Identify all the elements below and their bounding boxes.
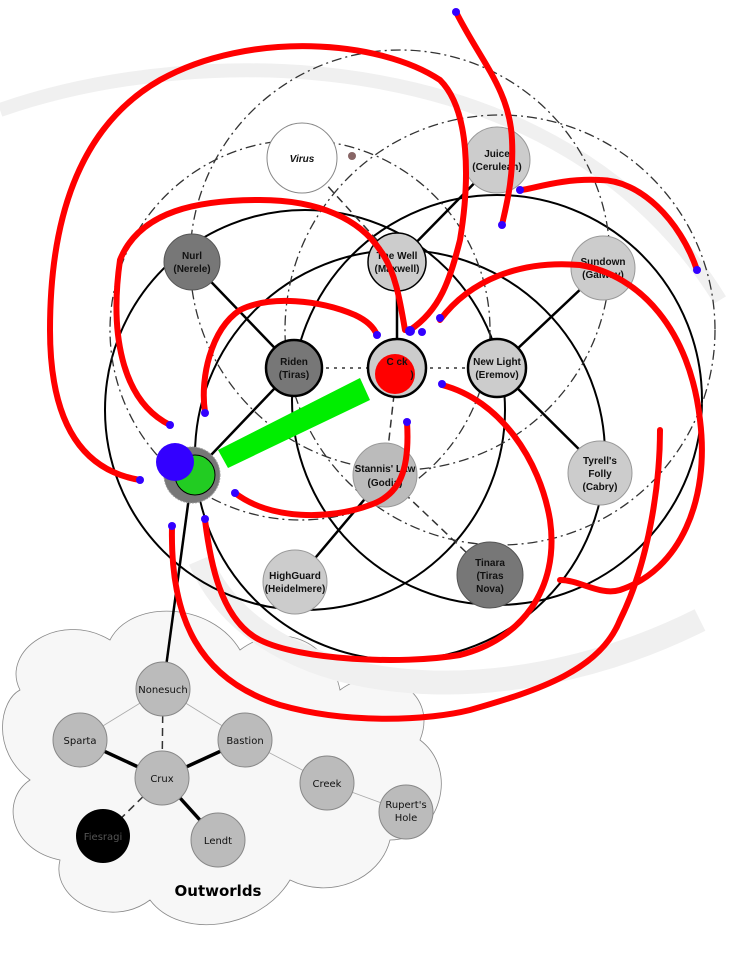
node-virus[interactable]: Virus [266, 122, 338, 194]
node-label: (Cerulean) [472, 162, 521, 173]
node-label: Hole [395, 813, 418, 824]
node-fiesragi[interactable]: Fiesragi [76, 809, 130, 863]
node-label: Fiesragi [84, 832, 123, 843]
node-label: C ck [386, 357, 408, 368]
node-label: Tinara [475, 558, 505, 569]
node-label: Tyrell's [583, 456, 617, 467]
node-label: Riden [280, 357, 308, 368]
node-sparta[interactable]: Sparta [52, 712, 108, 768]
node-label: (Heidelmere) [265, 584, 326, 595]
node-label: Sparta [64, 736, 97, 747]
node-label: Folly [588, 469, 612, 480]
node-label: (Nerele) [173, 264, 210, 275]
node-highguard[interactable]: HighGuard (Heidelmere) [262, 549, 328, 615]
node-label: Creek [313, 779, 342, 790]
node-creek[interactable]: Creek [299, 755, 355, 811]
node-lendt[interactable]: Lendt [190, 812, 246, 868]
node-bastion[interactable]: Bastion [217, 712, 273, 768]
node-stannis-law[interactable]: Stannis' Law (Godia) [352, 442, 418, 508]
node-label: (Tiras [476, 571, 503, 582]
node-label: (Maxwell) [374, 264, 419, 275]
node-label: Nova) [476, 584, 504, 595]
background-arc [0, 63, 726, 304]
red-annotation-strokes [47, 9, 705, 722]
node-label: Sundown [581, 257, 626, 268]
node-label: Rupert's [385, 800, 426, 811]
small-dot [348, 152, 356, 160]
node-crux[interactable]: Crux [134, 750, 190, 806]
green-bar-marker [218, 378, 370, 468]
node-label: (Cabry) [582, 482, 617, 493]
outworlds-title: Outworlds [175, 882, 262, 900]
node-label: (Godia) [368, 478, 403, 489]
node-label: Nonesuch [138, 685, 187, 696]
blue-markers [136, 8, 701, 530]
background-arc [188, 555, 706, 695]
blue-marker-large [156, 443, 194, 481]
node-label: New Light [473, 357, 521, 368]
node-label: Nurl [182, 251, 202, 262]
node-riden[interactable]: Riden (Tiras) [264, 338, 324, 398]
node-label: Virus [290, 154, 315, 165]
node-label: (Eremov) [475, 370, 518, 381]
node-juice[interactable]: Juice (Cerulean) [463, 126, 531, 194]
node-center-labels: C ck ) [386, 357, 413, 381]
node-label: Lendt [204, 836, 232, 847]
node-label: Juice [484, 149, 510, 160]
node-label: (Galway) [582, 270, 624, 281]
node-label: Crux [150, 774, 173, 785]
node-label: (Tiras) [279, 370, 309, 381]
node-label: ) [410, 370, 413, 381]
node-new-light[interactable]: New Light (Eremov) [466, 337, 528, 399]
node-nonesuch[interactable]: Nonesuch [135, 661, 191, 717]
node-label: The Well [377, 251, 418, 262]
node-label: Stannis' Law [355, 464, 416, 475]
node-nurl[interactable]: Nurl (Nerele) [163, 233, 221, 291]
node-label: HighGuard [269, 571, 321, 582]
node-label: Bastion [226, 736, 263, 747]
red-marker [375, 354, 415, 394]
